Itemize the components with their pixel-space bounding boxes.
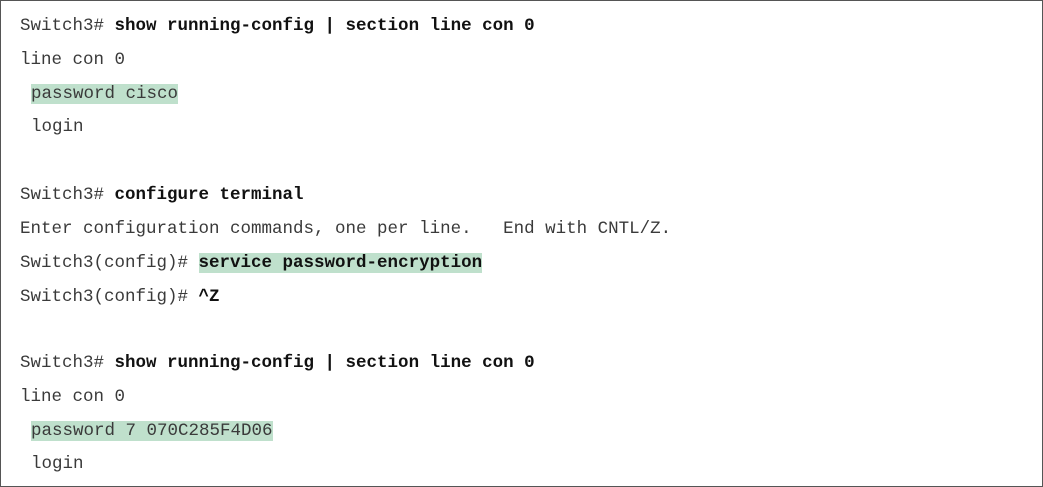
highlighted-password-type7: password 7 070C285F4D06 xyxy=(31,421,273,441)
command: show running-config | section line con 0 xyxy=(114,353,535,373)
command: ^Z xyxy=(198,287,220,307)
output-text: line con 0 xyxy=(20,50,126,70)
output-text: login xyxy=(31,117,84,137)
command: configure terminal xyxy=(114,185,304,205)
terminal-line-ctrl-z: Switch3(config)# ^Z xyxy=(20,284,220,310)
output-text: line con 0 xyxy=(20,387,126,407)
terminal-line-login-1: login xyxy=(20,114,84,140)
highlighted-password-cisco: password cisco xyxy=(31,84,179,104)
command: show running-config | section line con 0 xyxy=(114,16,535,36)
prompt: Switch3(config)# xyxy=(20,253,199,273)
terminal-line-enter-config-message: Enter configuration commands, one per li… xyxy=(20,216,671,242)
prompt: Switch3# xyxy=(20,353,115,373)
prompt: Switch3# xyxy=(20,16,115,36)
terminal-line-service-password-encryption: Switch3(config)# service password-encryp… xyxy=(20,250,483,276)
terminal-line-configure-terminal: Switch3# configure terminal xyxy=(20,182,304,208)
prompt: Switch3(config)# xyxy=(20,287,199,307)
terminal-line-line-con-2: line con 0 xyxy=(20,384,125,410)
terminal-line-show-running-config-2: Switch3# show running-config | section l… xyxy=(20,350,535,376)
output-text: login xyxy=(31,454,84,474)
terminal-line-line-con-1: line con 0 xyxy=(20,47,125,73)
output-text: Enter configuration commands, one per li… xyxy=(20,219,672,239)
terminal-line-show-running-config-1: Switch3# show running-config | section l… xyxy=(20,13,535,39)
terminal-line-password-plain: password cisco xyxy=(20,81,179,107)
terminal-line-password-encrypted: password 7 070C285F4D06 xyxy=(20,418,273,444)
terminal-line-login-2: login xyxy=(20,451,84,477)
highlighted-command-service-password-encryption: service password-encryption xyxy=(198,253,483,273)
prompt: Switch3# xyxy=(20,185,115,205)
